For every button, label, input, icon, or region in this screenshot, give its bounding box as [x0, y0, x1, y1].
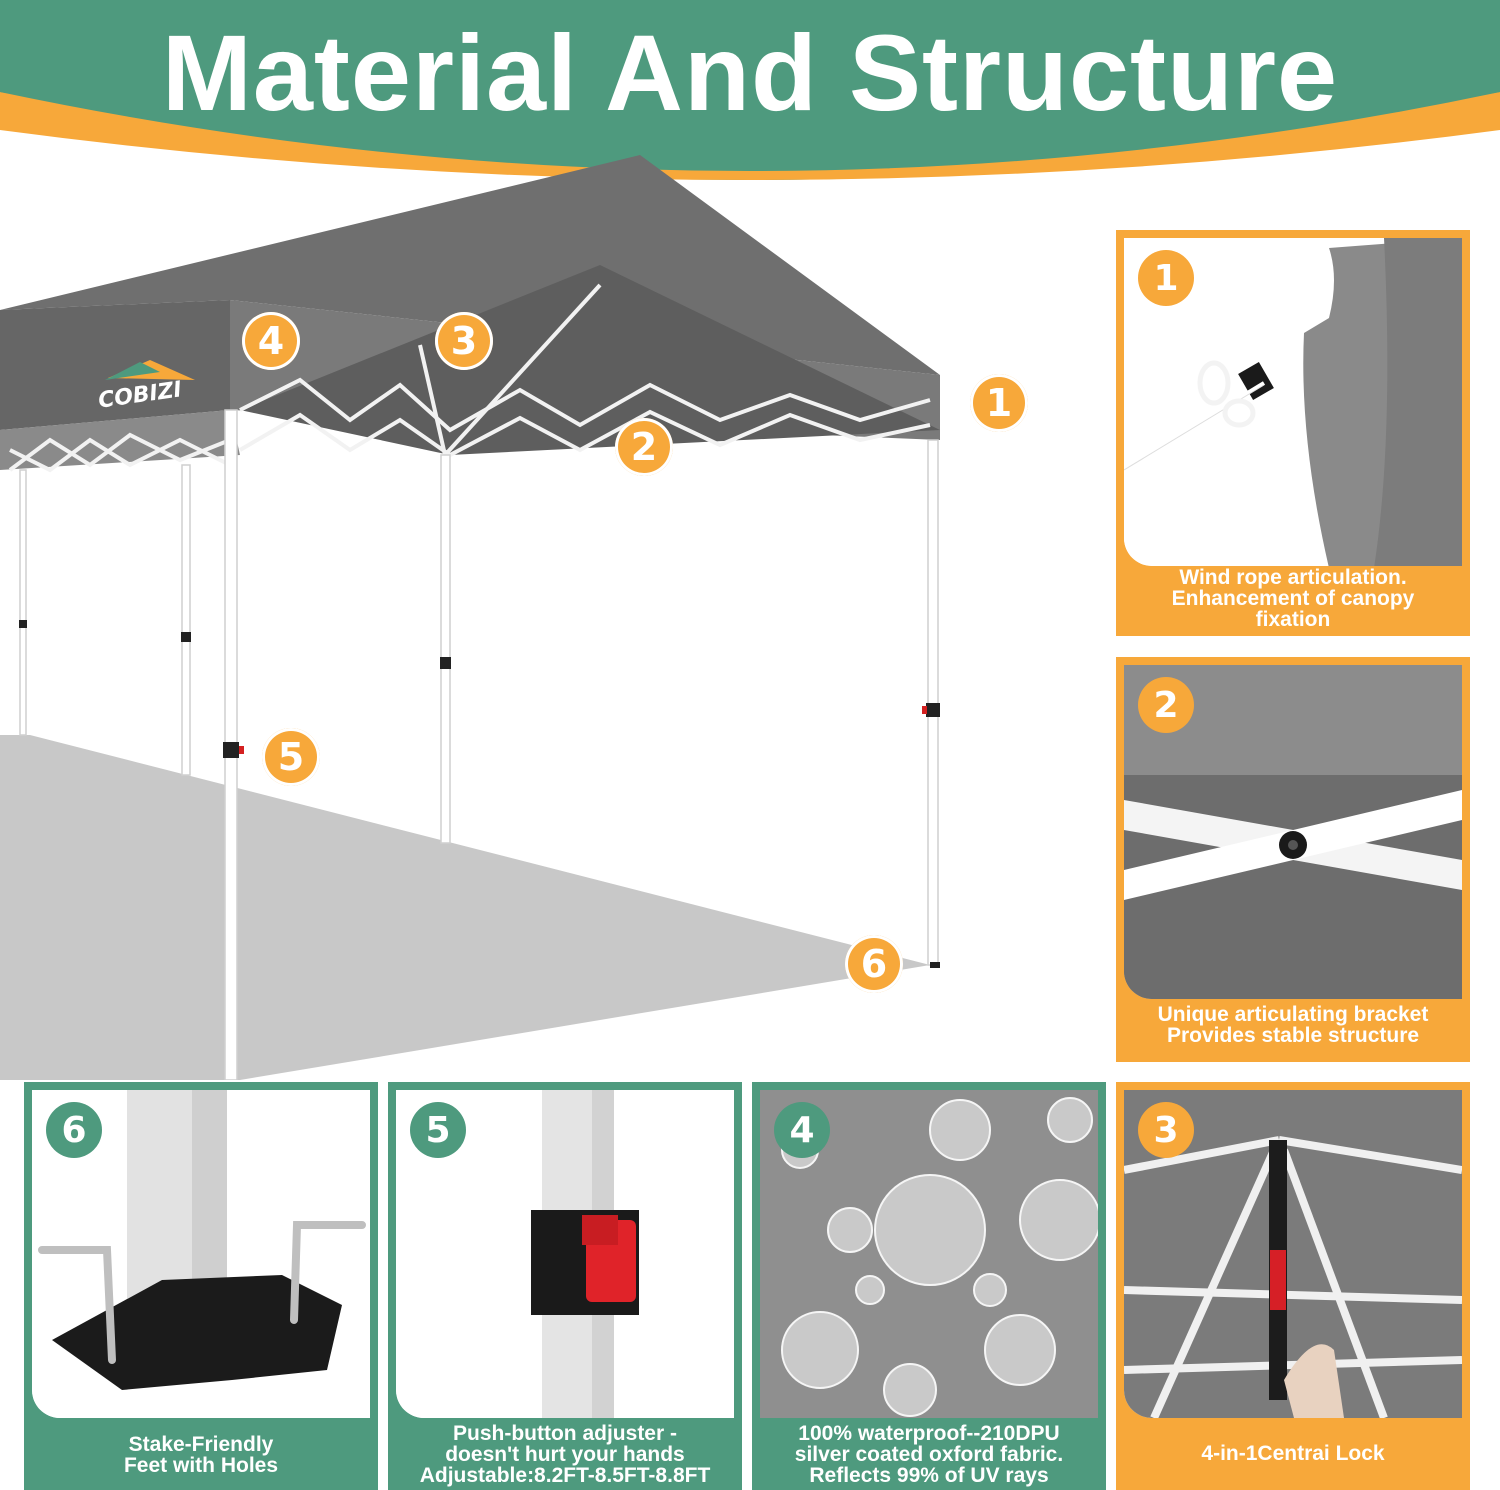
waterproof-caption: 100% waterproof--210DPU silver coated ox… [794, 1422, 1064, 1487]
bracket-caption: Unique articulating bracket Provides sta… [1157, 1003, 1429, 1047]
bracket-photo [1124, 665, 1462, 999]
ground-shadow [0, 735, 930, 1080]
feature-panel-adjuster: 5 Push-button adjuster - doesn't hurt yo… [388, 1082, 742, 1490]
adjuster-caption: Push-button adjuster - doesn't hurt your… [419, 1422, 711, 1487]
panel-badge-4: 4 [774, 1102, 830, 1158]
scene-marker-5: 5 [262, 728, 320, 786]
scene-marker-1: 1 [970, 374, 1028, 432]
page-title: Material And Structure [161, 12, 1339, 133]
truss-frame [8, 283, 931, 473]
panel-badge-6: 6 [46, 1102, 102, 1158]
scene-marker-3: 3 [435, 312, 493, 370]
wind-rope-caption: Wind rope articulation. Enhancement of c… [1171, 566, 1415, 631]
feature-panel-waterproof: 4 100% waterproof--210DPU silver coated … [752, 1082, 1106, 1490]
feature-panel-wind-rope: 1 Wind rope articulation. Enhancement of… [1116, 230, 1470, 636]
canopy-scene: COBIZI [0, 155, 940, 1080]
feature-panel-central-lock: 3 4-in-1Centrai Lock [1116, 1082, 1470, 1490]
scene-marker-4: 4 [242, 312, 300, 370]
scene-marker-2: 2 [615, 418, 673, 476]
panel-badge-1: 1 [1138, 250, 1194, 306]
panel-badge-5: 5 [410, 1102, 466, 1158]
central-lock-photo [1124, 1090, 1462, 1418]
wind-rope-photo [1124, 238, 1462, 566]
feature-panel-bracket: 2 Unique articulating bracket Provides s… [1116, 657, 1470, 1062]
feature-panel-feet: 6 Stake-Friendly Feet with Holes [24, 1082, 378, 1490]
panel-badge-2: 2 [1138, 677, 1194, 733]
central-lock-caption: 4-in-1Centrai Lock [1201, 1442, 1385, 1465]
canopy-side-valance [0, 300, 230, 430]
feet-caption: Stake-Friendly Feet with Holes [123, 1433, 279, 1477]
scene-marker-6: 6 [845, 935, 903, 993]
header-banner [0, 0, 1500, 180]
panel-badge-3: 3 [1138, 1102, 1194, 1158]
